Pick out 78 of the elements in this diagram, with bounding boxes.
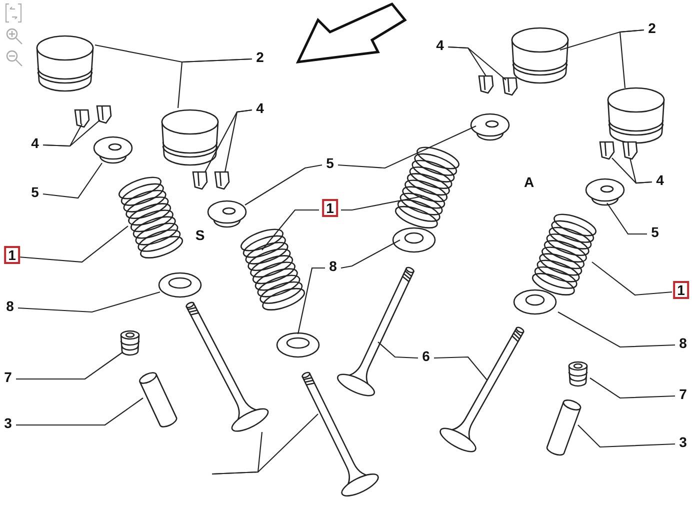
valve-drawing bbox=[337, 266, 414, 396]
leader-line bbox=[592, 262, 672, 296]
leader-line bbox=[629, 158, 652, 184]
tappet-drawing bbox=[607, 87, 665, 144]
leader-line bbox=[558, 312, 676, 348]
callout-number: 7 bbox=[679, 386, 687, 402]
leader-line bbox=[606, 202, 647, 235]
spring-seat-drawing bbox=[158, 272, 202, 298]
leader-line bbox=[262, 209, 319, 250]
leader-line bbox=[341, 195, 424, 211]
leader-line bbox=[18, 226, 128, 263]
callout-number: 4 bbox=[31, 135, 39, 151]
valve-collet-drawing bbox=[192, 171, 208, 190]
valve-spring-drawing bbox=[394, 146, 460, 228]
valve-drawing bbox=[186, 302, 269, 432]
callout-number: 7 bbox=[4, 369, 12, 385]
callout-number: 1 bbox=[322, 199, 338, 217]
valve-drawing bbox=[440, 326, 524, 452]
tappet-drawing bbox=[161, 109, 219, 166]
callout-number: 6 bbox=[422, 348, 430, 364]
view-letter: S bbox=[195, 227, 205, 243]
valve-guide-drawing bbox=[546, 400, 582, 456]
leader-line bbox=[42, 162, 102, 199]
spring-seat-drawing bbox=[276, 332, 320, 358]
leader-line bbox=[297, 267, 325, 334]
valve-collet-drawing bbox=[74, 109, 90, 128]
leader-line bbox=[338, 126, 476, 169]
view-letter: A bbox=[524, 174, 534, 190]
leader-line bbox=[448, 46, 506, 80]
leader-line bbox=[590, 378, 676, 399]
valve-stem-seal-drawing bbox=[568, 361, 588, 387]
leader-line bbox=[16, 352, 124, 380]
callout-number: 5 bbox=[326, 155, 334, 171]
leader-line bbox=[224, 109, 252, 172]
valve-collet-drawing bbox=[96, 105, 112, 124]
leader-line bbox=[340, 240, 400, 269]
valve-collet-drawing bbox=[502, 77, 518, 96]
callout-number: 4 bbox=[436, 37, 444, 53]
leader-line bbox=[212, 414, 318, 475]
valve-collet-drawing bbox=[214, 171, 230, 190]
spring-retainer-drawing bbox=[470, 113, 510, 141]
leader-line bbox=[42, 120, 100, 147]
callout-number: 3 bbox=[679, 434, 687, 450]
valve-collet-drawing bbox=[478, 75, 494, 94]
valve-guide-drawing bbox=[139, 372, 178, 428]
callout-number: 4 bbox=[656, 172, 664, 188]
callout-number: 5 bbox=[651, 224, 659, 240]
leader-line bbox=[578, 424, 676, 448]
valve-stem-seal-drawing bbox=[120, 330, 140, 356]
callout-number: 2 bbox=[648, 20, 656, 36]
valve-spring-drawing bbox=[240, 228, 306, 310]
callout-number: 8 bbox=[679, 335, 687, 351]
spring-retainer-drawing bbox=[93, 136, 133, 164]
callout-number: 3 bbox=[4, 415, 12, 431]
callout-number: 5 bbox=[31, 184, 39, 200]
valve-spring-drawing bbox=[118, 176, 184, 258]
spring-retainer-drawing bbox=[207, 200, 247, 228]
valve-collet-drawing bbox=[622, 141, 638, 160]
tappet-drawing bbox=[511, 27, 569, 84]
tappet-drawing bbox=[36, 35, 94, 92]
leader-line bbox=[434, 356, 488, 380]
spring-seat-drawing bbox=[392, 227, 436, 253]
leader-line bbox=[18, 291, 160, 313]
callout-number: 8 bbox=[6, 298, 14, 314]
leader-line bbox=[244, 164, 322, 206]
callout-number: 1 bbox=[4, 246, 20, 264]
leader-line bbox=[16, 398, 144, 426]
leader-line bbox=[378, 342, 418, 359]
callout-number: 2 bbox=[256, 49, 264, 65]
callout-number: 1 bbox=[673, 281, 689, 299]
spring-retainer-drawing bbox=[585, 178, 625, 206]
valve-spring-drawing bbox=[532, 214, 596, 296]
leader-line bbox=[177, 58, 252, 108]
spring-seat-drawing bbox=[513, 289, 557, 315]
leader-line bbox=[619, 29, 644, 88]
callout-number: 8 bbox=[329, 258, 337, 274]
valve-collet-drawing bbox=[599, 141, 615, 160]
callout-number: 4 bbox=[256, 100, 264, 116]
